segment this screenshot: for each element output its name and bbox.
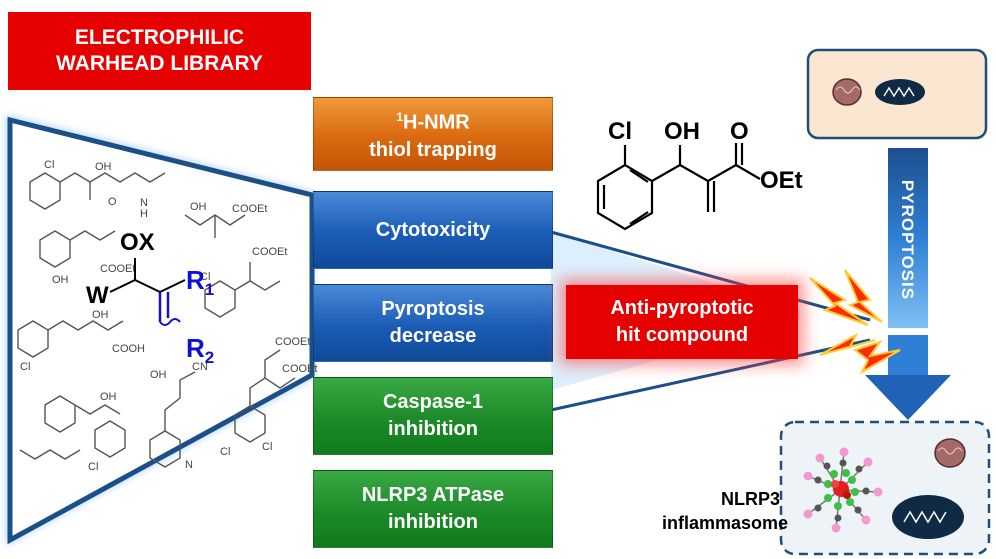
- svg-text:O: O: [108, 196, 117, 208]
- hit-oet-label: OEt: [760, 167, 803, 194]
- svg-text:Cl: Cl: [44, 159, 54, 171]
- svg-text:CN: CN: [192, 361, 208, 373]
- nucleus-icon-2: [892, 495, 964, 539]
- svg-text:Cl: Cl: [220, 446, 230, 458]
- scaffold-ox-label: OX: [120, 229, 155, 256]
- lightning-icon: [809, 269, 901, 375]
- hit-compound-box: Anti-pyroptotic hit compound: [566, 285, 798, 359]
- assay-cytotoxicity: Cytotoxicity: [313, 191, 553, 269]
- nucleus-icon: [875, 79, 925, 105]
- pyroptosis-label: PYROPTOSIS: [898, 179, 917, 301]
- svg-text:COOEt: COOEt: [282, 363, 317, 375]
- library-fragments: [17, 172, 296, 468]
- svg-text:N: N: [140, 197, 148, 209]
- mitochondrion-icon-2: [934, 438, 966, 468]
- svg-text:Cl: Cl: [200, 271, 210, 283]
- svg-text:Cl: Cl: [262, 441, 272, 453]
- warhead-scaffold: [109, 258, 186, 326]
- library-title: ELECTROPHILIC WARHEAD LIBRARY: [8, 12, 311, 90]
- assay-pyroptosis-decrease: Pyroptosis decrease: [313, 284, 553, 362]
- library-title-line2: WARHEAD LIBRARY: [56, 52, 263, 75]
- svg-text:OH: OH: [100, 391, 117, 403]
- inflammasome-cell: [779, 420, 991, 556]
- svg-text:OH: OH: [52, 274, 69, 286]
- svg-text:COOEt: COOEt: [252, 246, 287, 258]
- svg-text:COOH: COOH: [112, 343, 145, 355]
- svg-text:OH: OH: [95, 161, 112, 173]
- svg-text:COOEt: COOEt: [232, 203, 267, 215]
- hit-oh-label: OH: [664, 118, 700, 145]
- scaffold-w-label: W: [86, 282, 109, 309]
- hit-o-label: O: [730, 118, 749, 145]
- svg-text:COOEt: COOEt: [100, 263, 135, 275]
- scaffold-r1-label: R1: [186, 265, 215, 300]
- assay-nlrp3-atpase-inhibition: NLRP3 ATPase inhibition: [313, 470, 553, 548]
- hit-cl-label: Cl: [608, 118, 632, 145]
- svg-text:N: N: [185, 459, 193, 471]
- library-title-line1: ELECTROPHILIC: [74, 26, 245, 49]
- assay-caspase-1-inhibition: Caspase-1 inhibition: [313, 377, 553, 455]
- svg-text:OH: OH: [150, 369, 167, 381]
- hit-structure: [596, 143, 761, 231]
- svg-text:Cl: Cl: [20, 361, 30, 373]
- svg-text:OH: OH: [92, 309, 109, 321]
- svg-text:COOEt: COOEt: [275, 336, 310, 348]
- mitochondrion-icon: [832, 78, 862, 106]
- scaffold-r2-label: R2: [186, 333, 215, 368]
- svg-text:OH: OH: [190, 201, 207, 213]
- nlrp3-complex-icon: [803, 447, 883, 533]
- assay-nmr-thiol-trapping: 1H-NMR thiol trapping: [313, 97, 553, 171]
- healthy-cell: [806, 48, 988, 140]
- svg-text:H: H: [140, 208, 148, 220]
- svg-text:Cl: Cl: [88, 461, 98, 473]
- pyroptosis-arrow: [865, 148, 951, 420]
- inflammasome-label: NLRP3 inflammasome: [662, 489, 789, 533]
